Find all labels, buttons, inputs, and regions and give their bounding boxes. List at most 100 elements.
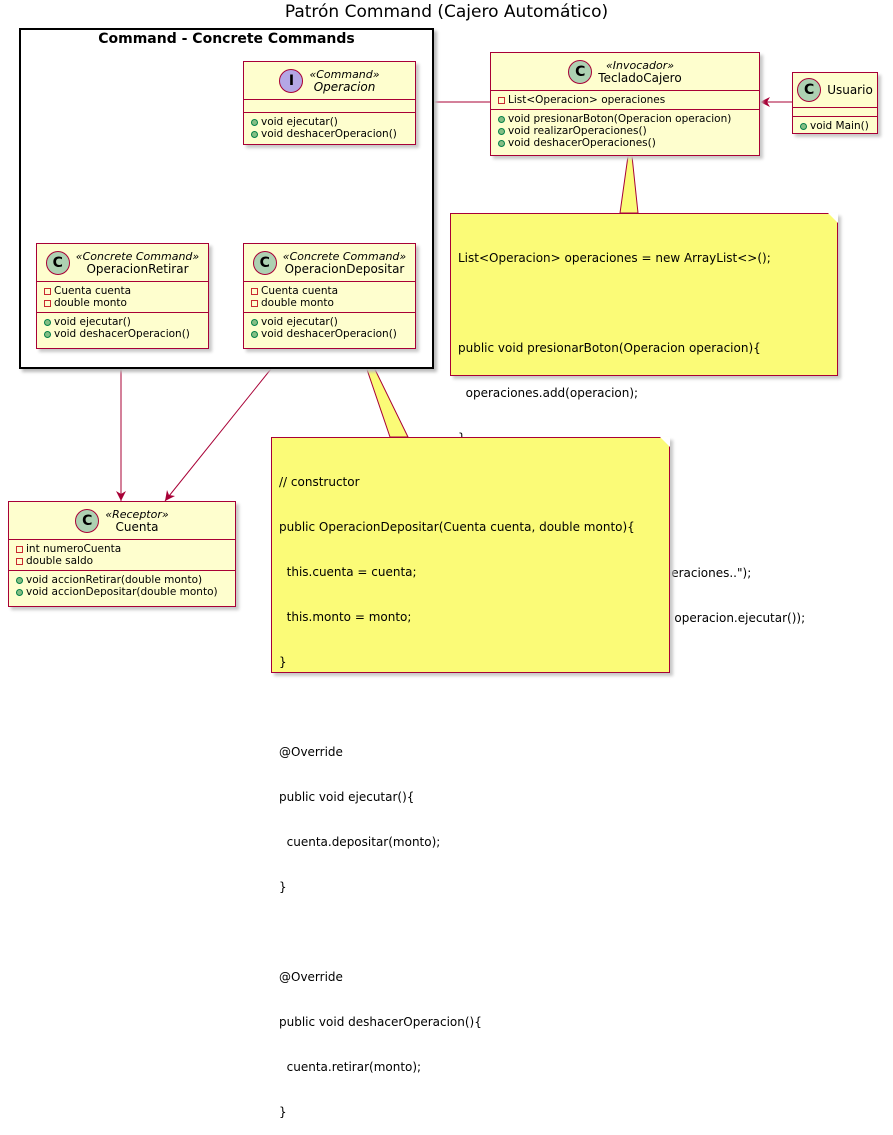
- public-icon: [251, 130, 258, 138]
- fields-section: [244, 100, 415, 113]
- note-depositar-code: // constructor public OperacionDepositar…: [271, 437, 670, 1119]
- note-line: public void ejecutar(){: [279, 790, 415, 804]
- method-row: void realizarOperaciones(): [497, 125, 753, 137]
- fields-section: int numeroCuenta double saldo: [9, 540, 235, 571]
- note-line: public OperacionDepositar(Cuenta cuenta,…: [279, 520, 635, 534]
- method-row: void deshacerOperacion(): [43, 328, 202, 340]
- class-icon: C: [797, 78, 822, 102]
- public-icon: [800, 122, 807, 130]
- method-row: void deshacerOperacion(): [250, 328, 409, 340]
- public-icon: [251, 330, 258, 338]
- method-row: void deshacerOperaciones(): [497, 137, 753, 149]
- note-line: cuenta.retirar(monto);: [279, 1060, 422, 1074]
- class-icon: C: [75, 508, 100, 533]
- methods-section: void ejecutar() void deshacerOperacion(): [37, 313, 208, 343]
- note-line: }: [279, 880, 287, 894]
- class-operacion[interactable]: I «Command» Operacion void ejecutar() vo…: [243, 61, 416, 145]
- class-icon: C: [252, 250, 277, 275]
- class-header: C «Receptor» Cuenta: [9, 502, 235, 540]
- method-row: void ejecutar(): [43, 316, 202, 328]
- class-cuenta[interactable]: C «Receptor» Cuenta int numeroCuenta dou…: [8, 501, 236, 607]
- class-stereotype: «Receptor»: [105, 507, 169, 521]
- note-line: [458, 296, 830, 311]
- method-row: void ejecutar(): [250, 316, 409, 328]
- method-row: void presionarBoton(Operacion operacion): [497, 113, 753, 125]
- field-row: double saldo: [15, 555, 229, 567]
- class-operacion-depositar[interactable]: C «Concrete Command» OperacionDepositar …: [243, 243, 416, 349]
- class-header: C «Concrete Command» OperacionRetirar: [37, 244, 208, 282]
- private-icon: [16, 545, 23, 553]
- method-row: void ejecutar(): [250, 116, 409, 128]
- class-name: Cuenta: [115, 519, 159, 534]
- private-icon: [251, 299, 258, 307]
- methods-section: void Main(): [793, 117, 877, 135]
- private-icon: [251, 287, 258, 295]
- class-stereotype: «Invocador»: [605, 58, 675, 72]
- field-row: List<Operacion> operaciones: [497, 94, 753, 106]
- private-icon: [16, 557, 23, 565]
- public-icon: [16, 588, 23, 596]
- arrowhead-retirar-cuenta: [116, 491, 126, 501]
- note-line: }: [279, 1105, 287, 1119]
- class-name: Usuario: [827, 82, 873, 97]
- note-line: @Override: [279, 970, 343, 984]
- note-line: List<Operacion> operaciones = new ArrayL…: [458, 251, 771, 265]
- public-icon: [251, 318, 258, 326]
- interface-icon: I: [279, 68, 304, 93]
- note-line: this.cuenta = cuenta;: [279, 565, 417, 579]
- class-stereotype: «Command»: [309, 67, 380, 81]
- class-name: OperacionDepositar: [284, 261, 405, 276]
- package-title: Command - Concrete Commands: [98, 31, 355, 47]
- class-stereotype: «Concrete Command»: [75, 249, 200, 263]
- note-connector-teclado: [619, 155, 639, 214]
- private-icon: [44, 287, 51, 295]
- class-name: Operacion: [313, 79, 376, 94]
- class-header: C Usuario: [793, 73, 877, 108]
- field-row: double monto: [250, 297, 409, 309]
- field-row: Cuenta cuenta: [250, 285, 409, 297]
- fields-section: List<Operacion> operaciones: [491, 91, 759, 110]
- class-name: OperacionRetirar: [86, 261, 189, 276]
- methods-section: void presionarBoton(Operacion operacion)…: [491, 110, 759, 152]
- note-teclado-code: List<Operacion> operaciones = new ArrayL…: [450, 213, 838, 670]
- class-usuario[interactable]: C Usuario void Main(): [792, 72, 878, 134]
- method-row: void deshacerOperacion(): [250, 128, 409, 140]
- note-line: @Override: [279, 745, 343, 759]
- public-icon: [251, 118, 258, 126]
- note-line: this.monto = monto;: [279, 610, 412, 624]
- note-line: }: [279, 655, 287, 669]
- diagram-title: Patrón Command (Cajero Automático): [284, 2, 609, 22]
- arrowhead-depositar-cuenta: [165, 490, 175, 501]
- note-line: // constructor: [279, 475, 360, 489]
- note-line: operaciones.add(operacion);: [458, 386, 639, 400]
- class-icon: C: [45, 250, 70, 275]
- class-header: C «Concrete Command» OperacionDepositar: [244, 244, 415, 282]
- class-operacion-retirar[interactable]: C «Concrete Command» OperacionRetirar Cu…: [36, 243, 209, 349]
- fields-section: Cuenta cuenta double monto: [244, 282, 415, 313]
- methods-section: void ejecutar() void deshacerOperacion(): [244, 113, 415, 143]
- class-teclado-cajero[interactable]: C «Invocador» TecladoCajero List<Operaci…: [490, 52, 760, 156]
- note-line: public void presionarBoton(Operacion ope…: [458, 341, 761, 355]
- methods-section: void ejecutar() void deshacerOperacion(): [244, 313, 415, 343]
- class-icon: C: [568, 59, 593, 84]
- method-row: void accionDepositar(double monto): [15, 586, 229, 598]
- note-line: [279, 925, 662, 940]
- private-icon: [44, 299, 51, 307]
- public-icon: [44, 330, 51, 338]
- class-name: TecladoCajero: [598, 70, 682, 85]
- class-header: I «Command» Operacion: [244, 62, 415, 100]
- field-row: int numeroCuenta: [15, 543, 229, 555]
- field-row: double monto: [43, 297, 202, 309]
- fields-section: [793, 108, 877, 117]
- public-icon: [16, 576, 23, 584]
- class-header: C «Invocador» TecladoCajero: [491, 53, 759, 91]
- note-line: cuenta.depositar(monto);: [279, 835, 441, 849]
- public-icon: [44, 318, 51, 326]
- note-line: [279, 700, 662, 715]
- private-icon: [498, 96, 505, 104]
- public-icon: [498, 127, 505, 135]
- method-row: void Main(): [799, 120, 871, 132]
- fields-section: Cuenta cuenta double monto: [37, 282, 208, 313]
- methods-section: void accionRetirar(double monto) void ac…: [9, 571, 235, 601]
- method-row: void accionRetirar(double monto): [15, 574, 229, 586]
